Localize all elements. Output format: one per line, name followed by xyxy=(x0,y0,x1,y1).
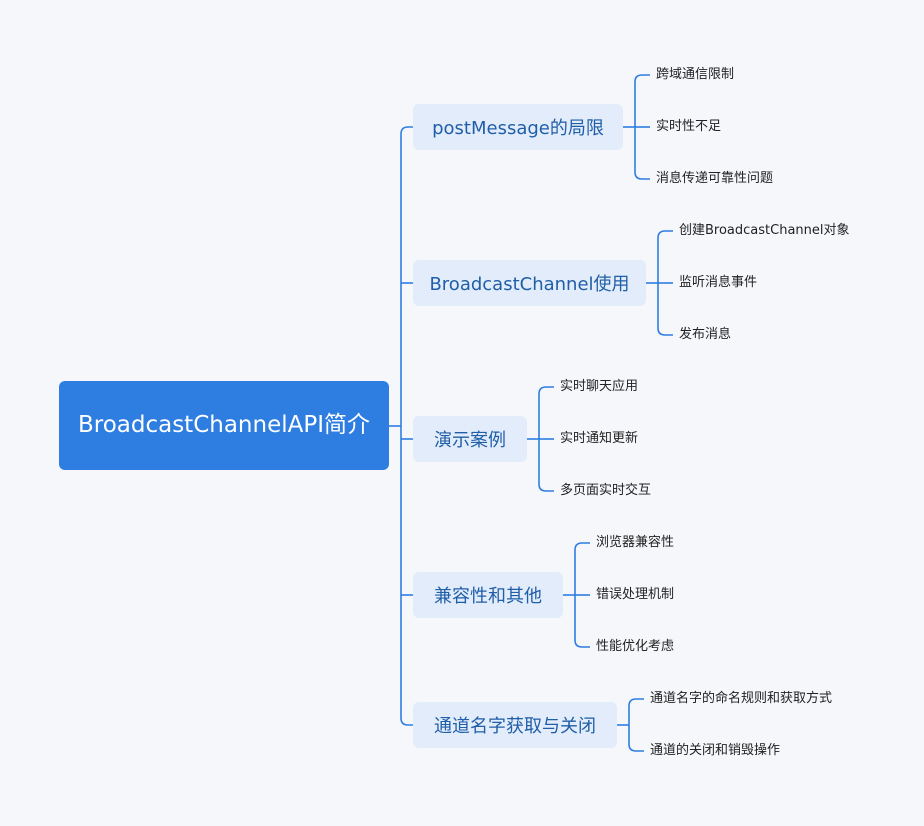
root-topic[interactable]: BroadcastChannelAPI简介 xyxy=(59,381,389,470)
leaf-topic[interactable]: 多页面实时交互 xyxy=(560,483,652,498)
leaf-topic[interactable]: 性能优化考虑 xyxy=(596,639,675,654)
connector-line xyxy=(574,639,590,648)
branch-broadcastchannel-usage[interactable]: BroadcastChannel使用 xyxy=(413,260,646,306)
connector-line xyxy=(657,230,673,239)
connector-line xyxy=(400,717,413,726)
leaf-topic[interactable]: 实时聊天应用 xyxy=(560,379,639,394)
root-topic-label: BroadcastChannelAPI简介 xyxy=(77,412,371,438)
connector-line xyxy=(657,327,673,336)
branch-channel-name-close[interactable]: 通道名字获取与关闭 xyxy=(413,702,617,748)
leaf-topic[interactable]: 实时性不足 xyxy=(656,119,722,134)
connector-line xyxy=(538,386,554,395)
branch-label: postMessage的局限 xyxy=(432,118,604,139)
branch-postmessage-limits[interactable]: postMessage的局限 xyxy=(413,104,623,150)
leaf-topic[interactable]: 发布消息 xyxy=(679,327,732,342)
leaf-topic[interactable]: 错误处理机制 xyxy=(596,587,675,602)
leaf-topic[interactable]: 实时通知更新 xyxy=(560,431,639,446)
leaf-topic[interactable]: 浏览器兼容性 xyxy=(596,535,675,550)
branch-label: 兼容性和其他 xyxy=(434,586,542,607)
connector-line xyxy=(538,483,554,492)
leaf-topic[interactable]: 通道名字的命名规则和获取方式 xyxy=(650,691,833,706)
branch-demo-cases[interactable]: 演示案例 xyxy=(413,416,527,462)
connector-line xyxy=(628,698,644,707)
connector-line xyxy=(634,74,650,83)
leaf-topic[interactable]: 通道的关闭和销毁操作 xyxy=(650,743,781,758)
connector-line xyxy=(574,542,590,551)
branch-label: 通道名字获取与关闭 xyxy=(434,716,596,737)
leaf-topic[interactable]: 创建BroadcastChannel对象 xyxy=(679,223,850,238)
leaf-topic[interactable]: 跨域通信限制 xyxy=(656,67,735,82)
connector-line xyxy=(628,743,644,752)
branch-label: 演示案例 xyxy=(434,430,506,451)
connector-line xyxy=(400,126,413,135)
leaf-topic[interactable]: 监听消息事件 xyxy=(679,275,758,290)
branch-compatibility[interactable]: 兼容性和其他 xyxy=(413,572,563,618)
connector-line xyxy=(634,171,650,180)
branch-label: BroadcastChannel使用 xyxy=(429,274,630,295)
leaf-topic[interactable]: 消息传递可靠性问题 xyxy=(656,171,774,186)
